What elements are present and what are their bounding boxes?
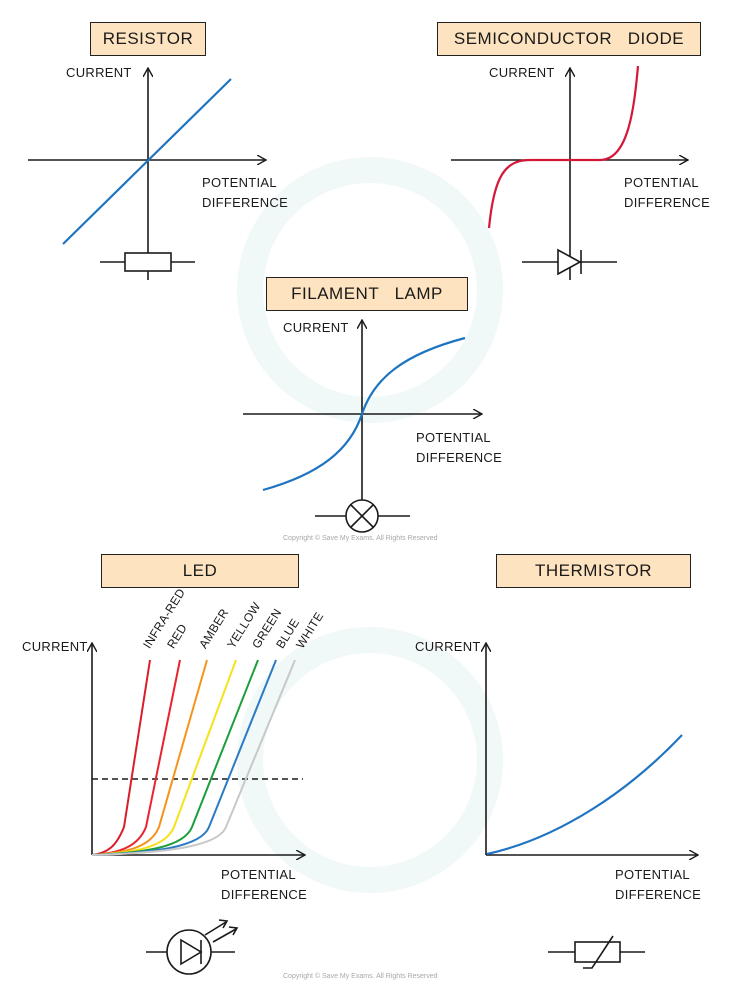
thermistor-title: THERMISTOR [496, 554, 691, 588]
resistor-title: RESISTOR [90, 22, 206, 56]
lamp-title: FILAMENT LAMP [266, 277, 468, 311]
diode-iv-curve [487, 65, 640, 229]
led-curve-amber [91, 659, 208, 856]
thermistor-y-label: CURRENT [415, 639, 481, 654]
thermistor-x-label-line2: DIFFERENCE [615, 887, 702, 902]
lamp-x-label-line1: POTENTIAL [416, 430, 491, 445]
copyright-note-bottom: Copyright © Save My Exams. All Rights Re… [283, 973, 438, 980]
copyright-note-top: Copyright © Save My Exams. All Rights Re… [283, 535, 438, 542]
diode-y-label: CURRENT [489, 65, 555, 80]
led-curves [91, 659, 296, 856]
led-curve-infra-red [91, 659, 151, 856]
resistor-y-label: CURRENT [66, 65, 132, 80]
thermistor-symbol [548, 935, 645, 969]
lamp-iv-curve [262, 336, 466, 492]
lamp-y-label: CURRENT [283, 320, 349, 335]
lamp-symbol [315, 499, 410, 533]
resistor-x-label-line2: DIFFERENCE [202, 195, 289, 210]
diode-title: SEMICONDUCTOR DIODE [437, 22, 701, 56]
resistor-graph [28, 68, 266, 280]
diode-graph [451, 65, 688, 280]
thermistor-iv-curve [486, 734, 683, 856]
led-curve-red [91, 659, 181, 856]
led-x-label-line2: DIFFERENCE [221, 887, 308, 902]
led-x-label-line1: POTENTIAL [221, 867, 296, 882]
diode-symbol [522, 248, 617, 276]
thermistor-graph [486, 643, 698, 855]
resistor-symbol [100, 252, 195, 272]
diode-x-label-line2: DIFFERENCE [624, 195, 711, 210]
resistor-x-label-line1: POTENTIAL [202, 175, 277, 190]
led-graph [92, 643, 305, 855]
thermistor-x-label-line1: POTENTIAL [615, 867, 690, 882]
watermark-logo [237, 157, 503, 893]
diode-x-label-line1: POTENTIAL [624, 175, 699, 190]
led-y-label: CURRENT [22, 639, 88, 654]
led-title: LED [101, 554, 299, 588]
led-curve-white [91, 659, 296, 856]
lamp-x-label-line2: DIFFERENCE [416, 450, 503, 465]
led-symbol [146, 919, 239, 975]
resistor-iv-line [62, 78, 232, 245]
led-curve-yellow [91, 659, 237, 856]
lamp-graph [243, 320, 482, 520]
